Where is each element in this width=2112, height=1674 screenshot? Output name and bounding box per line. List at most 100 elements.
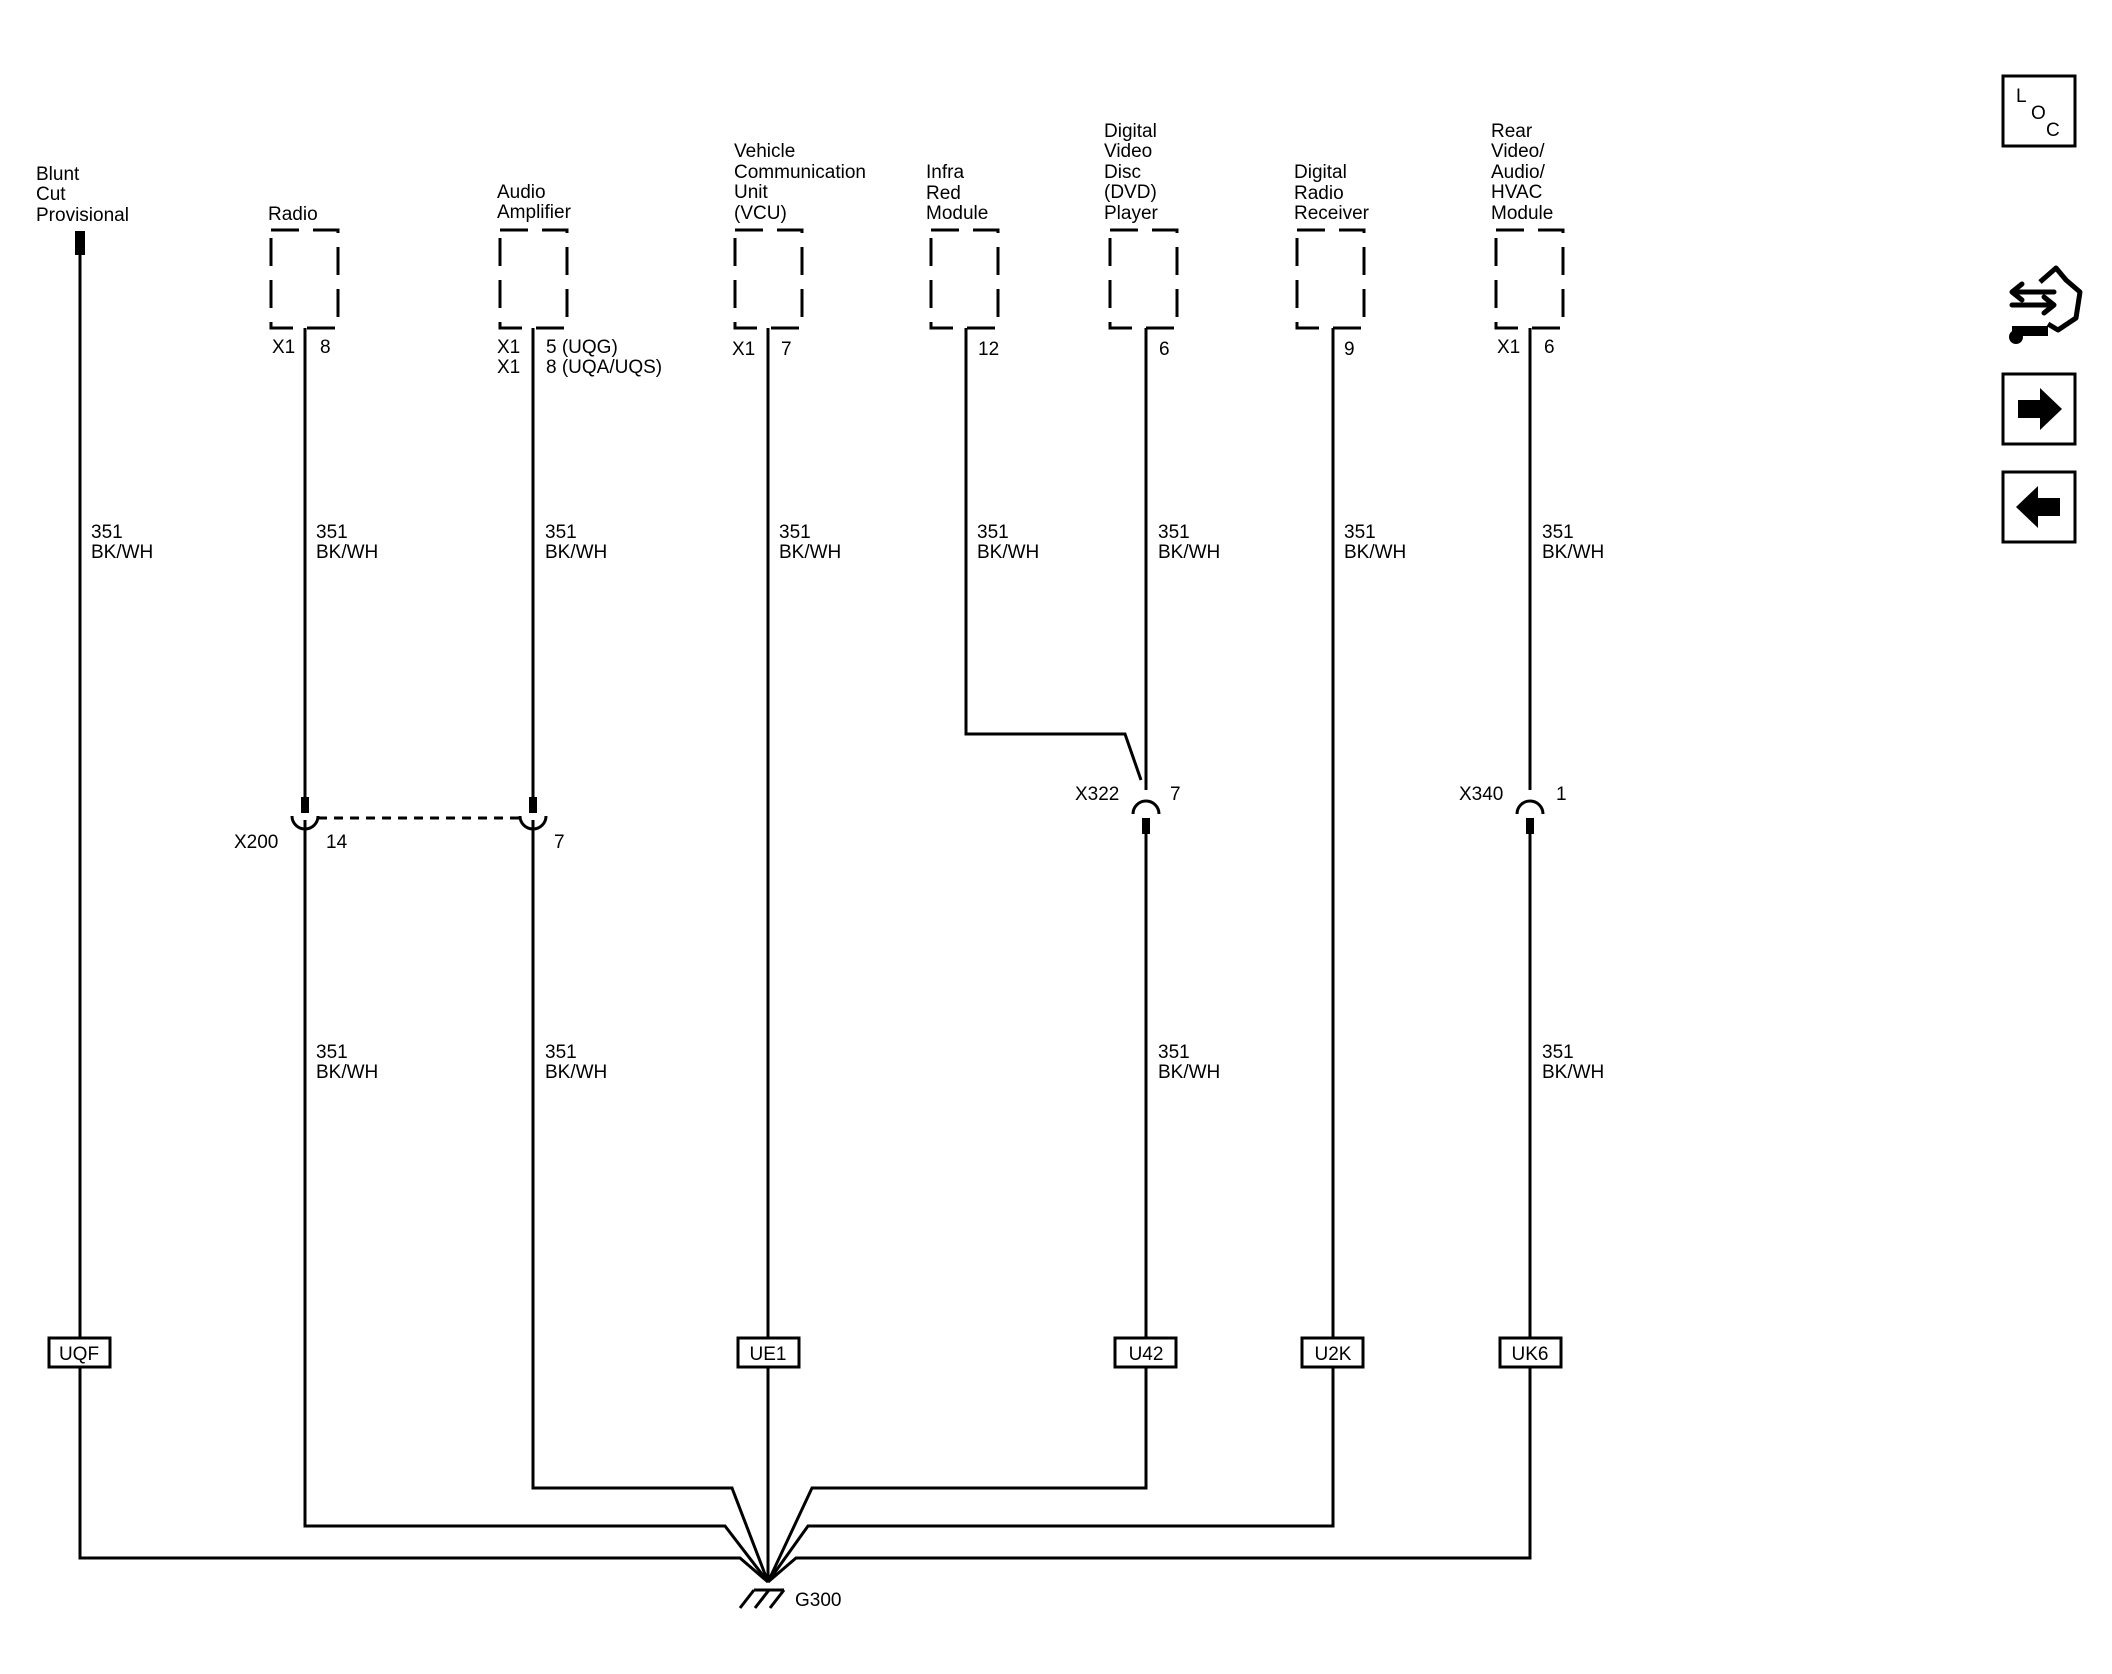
ground-label: G300 (795, 1590, 841, 1611)
inline-connector-x200 (290, 797, 548, 831)
label-line: Digital (1294, 162, 1347, 183)
wire-labels-lower: 351 BK/WH 351 BK/WH 351 BK/WH 351 BK/WH (316, 1042, 1604, 1083)
amp-pin-2: 8 (UQA/UQS) (546, 357, 662, 378)
circuit-number: 351 (545, 522, 577, 543)
component-label-dvd-player: Digital Video Disc (DVD) Player (1104, 121, 1159, 224)
vcu-pin: 7 (781, 339, 792, 360)
audio-amplifier-component-box (498, 228, 569, 330)
wire-color: BK/WH (316, 542, 378, 563)
wire-blunt-lower (78, 1367, 769, 1584)
wire-color: BK/WH (977, 542, 1039, 563)
next-page-button[interactable] (2001, 372, 2077, 446)
previous-page-button[interactable] (2001, 470, 2077, 544)
label-line: Communication (734, 162, 866, 183)
label-line: Infra (926, 162, 964, 183)
option-code: UK6 (1512, 1344, 1549, 1365)
x322-pin: 7 (1170, 784, 1181, 805)
circuit-number: 351 (1542, 1042, 1574, 1063)
circuit-number: 351 (316, 1042, 348, 1063)
wrench-handle[interactable] (2012, 326, 2048, 336)
double-arrow-stroke[interactable] (2009, 294, 2057, 316)
drr-pin: 9 (1344, 339, 1355, 360)
wire-dvd-lower (766, 1367, 1148, 1583)
x340-female-cup (1515, 799, 1545, 815)
radio-connector: X1 (272, 337, 295, 358)
label-line: Video (1104, 141, 1152, 162)
label-line: Vehicle (734, 141, 795, 162)
label-line: Blunt (36, 164, 80, 185)
wire-color: BK/WH (1158, 542, 1220, 563)
wire-labels-upper: 351 BK/WH 351 BK/WH 351 BK/WH 351 BK/WH … (91, 522, 1604, 563)
wire-color: BK/WH (316, 1062, 378, 1083)
radio-pin: 8 (320, 337, 331, 358)
x200-female-cup (290, 815, 320, 831)
label-line: Unit (734, 182, 769, 203)
circuit-number: 351 (316, 522, 348, 543)
x200-female-cup-2 (518, 815, 548, 831)
ground-stroke (738, 1589, 756, 1609)
circuit-number: 351 (1542, 522, 1574, 543)
previous-page-button-frame[interactable] (2001, 470, 2077, 544)
x340-label: X340 (1459, 784, 1503, 805)
label-line: Amplifier (497, 202, 572, 223)
inline-connector-x340 (1515, 799, 1545, 834)
option-box-frame (736, 1336, 801, 1369)
circuit-number: 351 (1158, 522, 1190, 543)
wire-rear-lower (767, 1367, 1532, 1584)
wire-color: BK/WH (1542, 1062, 1604, 1083)
ground-stroke (753, 1589, 771, 1609)
label-line: HVAC (1491, 182, 1542, 203)
amp-connector: X1 (497, 337, 520, 358)
x200-pin: 14 (326, 832, 348, 853)
option-code: UQF (59, 1344, 99, 1365)
rear-pin: 6 (1544, 337, 1555, 358)
wrench-head[interactable] (2009, 330, 2023, 344)
label-line: Radio (1294, 183, 1344, 204)
connector-end-view-icon[interactable] (2009, 265, 2083, 344)
wire-color: BK/WH (545, 542, 607, 563)
dvd-pin: 6 (1159, 339, 1170, 360)
loc-button-frame[interactable] (2001, 74, 2077, 148)
label-line: Digital (1104, 121, 1157, 142)
wires (78, 255, 1532, 1584)
wire-color: BK/WH (1542, 542, 1604, 563)
previous-page-arrow-icon[interactable] (2016, 486, 2060, 528)
x340-male-pin (1526, 818, 1534, 834)
rear-module-component-box (1494, 228, 1565, 330)
connector-outline[interactable] (2038, 265, 2083, 333)
wire-color: BK/WH (545, 1062, 607, 1083)
blunt-cut-terminal (75, 231, 85, 255)
option-code: U2K (1315, 1344, 1352, 1365)
ground-stroke (768, 1589, 786, 1609)
wire-amp-lower (531, 820, 770, 1583)
next-page-arrow-icon[interactable] (2018, 388, 2062, 430)
component-label-radio: Radio (268, 204, 318, 225)
amp-pin: 5 (UQG) (546, 337, 618, 358)
loc-letter-c: C (2046, 120, 2060, 141)
component-label-digital-radio-receiver: Digital Radio Receiver (1294, 162, 1370, 224)
label-line: Video/ (1491, 141, 1545, 162)
x200-male-pin (301, 797, 309, 813)
component-label-rear-video-audio-hvac-module: Rear Video/ Audio/ HVAC Module (1491, 121, 1553, 224)
vcu-component-box (733, 228, 804, 330)
radio-component-box (269, 228, 340, 330)
dvd-player-component-box (1108, 228, 1179, 330)
circuit-number: 351 (779, 522, 811, 543)
wire-infra-red (964, 328, 1143, 781)
component-label-vcu: Vehicle Communication Unit (VCU) (734, 141, 866, 224)
label-line: Disc (1104, 162, 1141, 183)
double-arrow-stroke[interactable] (2009, 281, 2057, 303)
x200-male-pin-2 (529, 797, 537, 813)
inline-connector-x322 (1131, 799, 1161, 834)
digital-radio-receiver-component-box (1295, 228, 1366, 330)
option-box-frame (1300, 1336, 1365, 1369)
ground-symbol-icon (738, 1588, 786, 1609)
loc-button[interactable]: L O C (2001, 74, 2077, 148)
wire-color: BK/WH (91, 542, 153, 563)
label-line: Module (926, 203, 988, 224)
circuit-number: 351 (977, 522, 1009, 543)
x322-label: X322 (1075, 784, 1119, 805)
wire-color: BK/WH (1344, 542, 1406, 563)
option-box-uk6: UK6 (1498, 1336, 1563, 1369)
amp-connector-2: X1 (497, 357, 520, 378)
